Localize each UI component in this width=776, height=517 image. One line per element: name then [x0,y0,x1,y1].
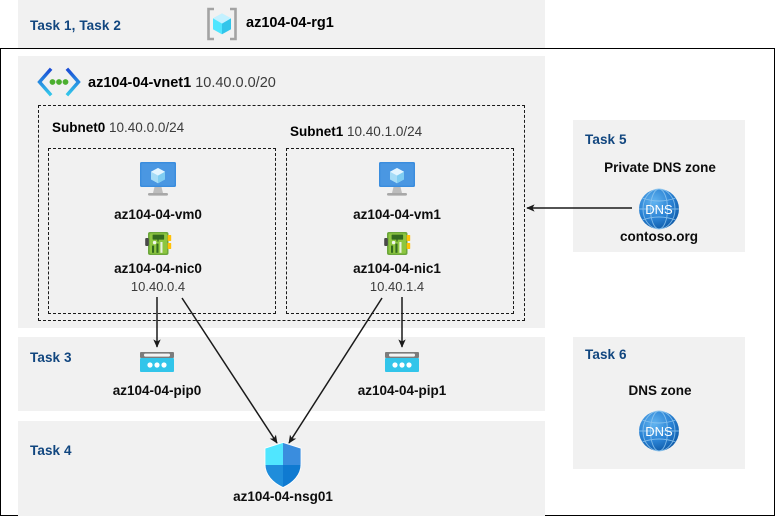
dns-icon-text: DNS [645,424,673,439]
virtual-machine-icon[interactable] [136,160,180,200]
task-label-1-2: Task 1, Task 2 [30,18,121,33]
dns-icon-text: DNS [645,202,673,217]
subnets-group [38,105,525,321]
task-label-3: Task 3 [30,350,72,365]
virtual-network-container [18,56,545,328]
network-interface-icon[interactable] [144,229,174,259]
subnet0-name: Subnet0 [52,120,106,135]
pip0-label: az104-04-pip0 [112,383,202,398]
task-label-5: Task 5 [585,132,627,147]
network-security-group-icon[interactable] [262,441,304,489]
nic1-label: az104-04-nic1 [353,261,441,276]
vm0-label: az104-04-vm0 [114,207,202,222]
resource-group-name: az104-04-rg1 [246,15,334,31]
vm1-label: az104-04-vm1 [353,207,441,222]
resource-group-header-panel [18,0,545,48]
resource-group-icon [204,6,240,42]
dns-zone-icon[interactable]: DNS [633,405,685,457]
nic0-ip: 10.40.0.4 [130,279,186,294]
public-ip-panel [18,337,545,411]
subnet0-title: Subnet0 10.40.0.0/24 [52,120,184,135]
private-dns-title: Private DNS zone [604,160,716,175]
virtual-network-icon [36,67,82,97]
subnet0-cidr: 10.40.0.0/24 [109,120,185,135]
private-dns-name: contoso.org [620,229,698,244]
virtual-network-name: az104-04-vnet1 [88,75,192,91]
virtual-network-title: az104-04-vnet1 10.40.0.0/20 [88,75,276,91]
nsg-label: az104-04-nsg01 [233,489,333,504]
nic1-ip: 10.40.1.4 [369,279,425,294]
nic0-label: az104-04-nic0 [114,261,202,276]
task-label-6: Task 6 [585,347,627,362]
private-dns-panel [573,120,745,252]
task-label-4: Task 4 [30,443,72,458]
subnet1-container [286,148,514,314]
public-dns-title: DNS zone [628,383,692,398]
public-ip-icon[interactable] [382,350,422,378]
subnet1-name: Subnet1 [290,124,344,139]
resource-group-name-text: az104-04-rg1 [246,15,334,31]
dns-zone-icon[interactable]: DNS [633,183,685,235]
subnet0-container [48,148,276,314]
subnet1-title: Subnet1 10.40.1.0/24 [290,124,422,139]
virtual-machine-icon[interactable] [375,160,419,200]
virtual-network-cidr: 10.40.0.0/20 [195,75,276,91]
subnet1-cidr: 10.40.1.0/24 [347,124,423,139]
public-ip-icon[interactable] [137,350,177,378]
pip1-label: az104-04-pip1 [357,383,447,398]
network-interface-icon[interactable] [383,229,413,259]
